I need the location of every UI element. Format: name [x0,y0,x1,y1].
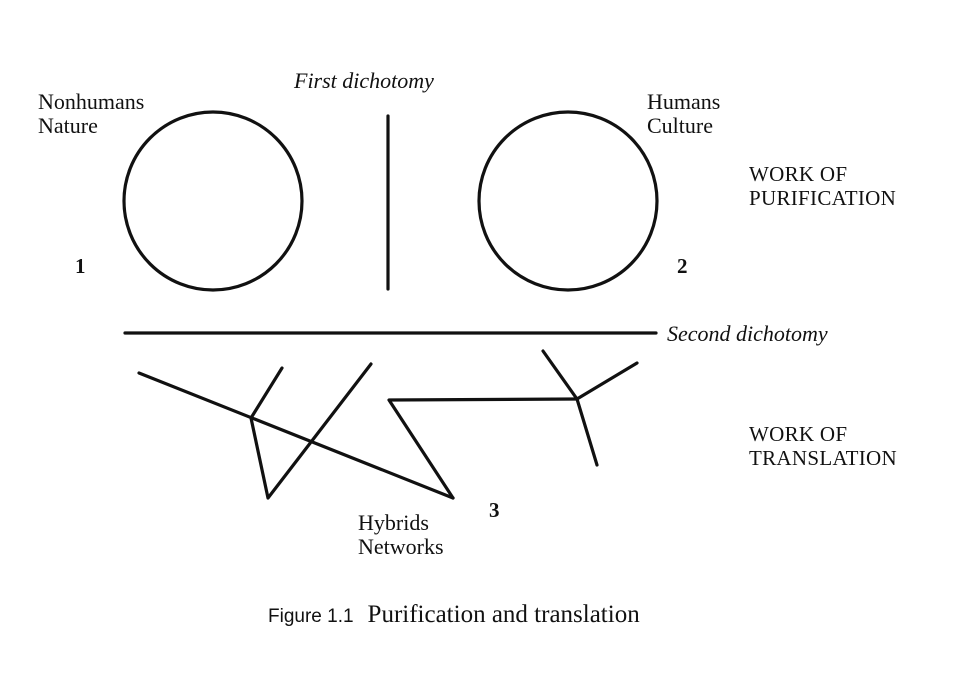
nonhumans-label: Nonhumans [38,89,145,114]
pole-number-1: 1 [75,254,86,278]
network-segment [137,371,455,500]
network-segment [541,349,639,401]
hybrids-number-3: 3 [489,498,500,522]
pole-number-2: 2 [677,254,688,278]
hybrid-network-lines [137,349,639,500]
culture-label: Culture [647,113,713,138]
work-of-purification-line1: WORK OF [749,162,848,186]
nature-label: Nature [38,113,98,138]
work-of-translation-line1: WORK OF [749,422,848,446]
second-dichotomy-label: Second dichotomy [667,321,828,346]
humans-culture-circle [477,110,659,292]
figure-number: Figure 1.1 [268,606,354,627]
work-of-translation-line2: TRANSLATION [749,446,897,470]
work-of-purification-line2: PURIFICATION [749,186,897,210]
figure-caption: Figure 1.1 Purification and translation [268,601,640,629]
humans-label: Humans [647,89,721,114]
hybrids-label: Hybrids [358,510,429,535]
network-segment [249,362,373,500]
network-segment [249,366,284,420]
first-dichotomy-label: First dichotomy [294,68,434,93]
network-segment [575,397,599,467]
figure-title: Purification and translation [367,601,640,628]
network-segment [387,397,579,500]
nonhumans-nature-circle [122,110,304,292]
networks-label: Networks [358,534,444,559]
